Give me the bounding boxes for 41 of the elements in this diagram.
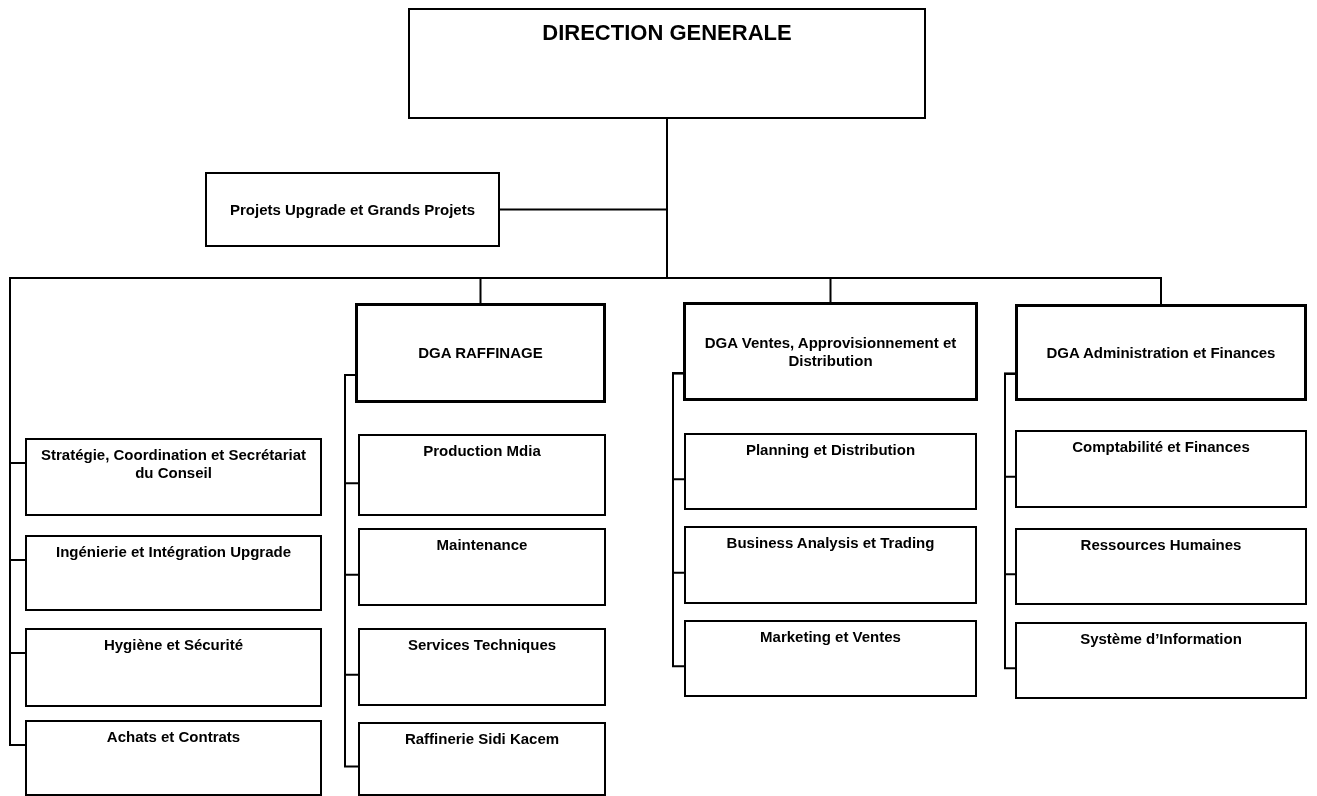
unit-name: Ingénierie et Intégration Upgrade [55, 543, 291, 561]
unit-name: Services Techniques [407, 636, 557, 654]
unit-name: DGA Ventes, Approvisionnement et Distribution [703, 333, 958, 370]
unit-box [25, 535, 322, 611]
unit-box [1015, 622, 1307, 699]
unit-box [684, 620, 977, 697]
unit-box [25, 720, 322, 796]
unit-box [358, 434, 606, 516]
unit-box [25, 628, 322, 707]
connector-line [344, 374, 359, 768]
unit-box [684, 433, 977, 510]
unit-box [205, 172, 500, 247]
unit-name: Marketing et Ventes [760, 628, 901, 646]
unit-name: Maintenance [436, 536, 528, 554]
unit-box [408, 8, 926, 119]
unit-name: DGA RAFFINAGE [418, 344, 543, 362]
unit-name: DGA Administration et Finances [1046, 343, 1276, 362]
unit-name: Comptabilité et Finances [1072, 438, 1250, 456]
unit-name: Raffinerie Sidi Kacem [404, 730, 560, 748]
unit-name: Business Analysis et Trading [726, 534, 935, 552]
unit-name: Stratégie, Coordination et Secrétariat du Conseil [39, 446, 308, 482]
unit-name: Projets Upgrade et Grands Projets [229, 200, 476, 219]
department-box [1015, 304, 1307, 401]
unit-box [358, 528, 606, 606]
unit-name: DIRECTION GENERALE [542, 20, 792, 47]
connector-line [672, 372, 685, 668]
unit-name: Ressources Humaines [1080, 536, 1242, 554]
department-box [683, 302, 978, 401]
unit-name: Hygiène et Sécurité [103, 636, 244, 654]
unit-box [1015, 528, 1307, 605]
unit-box [1015, 430, 1307, 508]
unit-box [358, 722, 606, 796]
unit-name: Production Mdia [423, 442, 541, 460]
department-box [355, 303, 606, 403]
unit-name: Système d’Information [1080, 630, 1242, 648]
connector-line [1004, 372, 1016, 670]
unit-box [25, 438, 322, 516]
unit-name: Planning et Distribution [745, 441, 916, 459]
unit-box [684, 526, 977, 604]
unit-name: Achats et Contrats [106, 728, 241, 746]
unit-box [358, 628, 606, 706]
